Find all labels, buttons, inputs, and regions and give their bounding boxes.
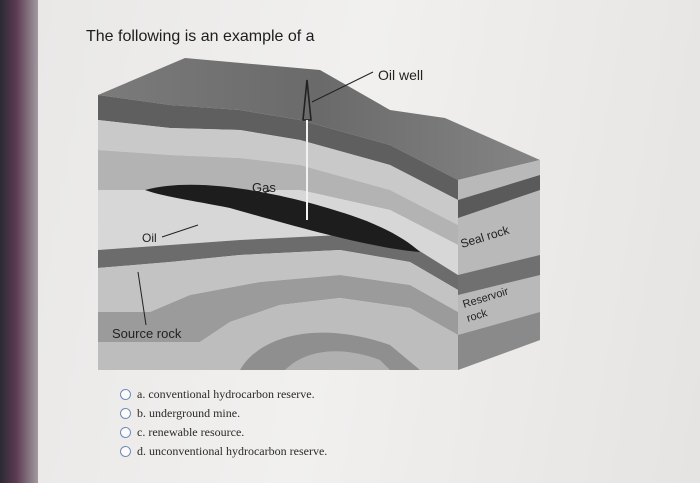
option-d[interactable]: d. unconventional hydrocarbon reserve.: [120, 442, 327, 461]
option-label: a. conventional hydrocarbon reserve.: [137, 387, 315, 401]
background-edge: [0, 0, 40, 483]
oil-well-label: Oil well: [378, 67, 423, 83]
option-label: c. renewable resource.: [137, 425, 245, 439]
side-reservoir-band: [458, 255, 540, 295]
answer-options: a. conventional hydrocarbon reserve. b. …: [120, 385, 327, 461]
layer-light-2: [98, 190, 458, 275]
side-bottom-band: [458, 312, 540, 370]
layer-band-4: [98, 275, 458, 342]
source-rock-label: Source rock: [112, 326, 182, 341]
gas-label: Gas: [252, 180, 276, 195]
reservoir-rock-label-line2: rock: [465, 307, 489, 325]
option-label: b. underground mine.: [137, 406, 241, 420]
option-b[interactable]: b. underground mine.: [120, 404, 327, 423]
side-seal-band: [458, 175, 540, 218]
radio-icon[interactable]: [120, 389, 131, 400]
layer-top-dark: [98, 95, 458, 200]
source-rock-leader: [137, 271, 147, 326]
layer-mid-1: [98, 150, 458, 245]
option-a[interactable]: a. conventional hydrocarbon reserve.: [120, 385, 327, 404]
oil-well-leader: [311, 71, 374, 103]
gas-leader: [254, 189, 271, 199]
oil-leader: [161, 224, 199, 238]
layer-light-3: [98, 250, 458, 312]
layer-light-1: [98, 120, 458, 225]
layer-dark-2: [98, 235, 458, 290]
question-text: The following is an example of a: [86, 28, 315, 45]
geology-diagram: Oil well Gas Oil Source rock Seal rock R…: [98, 58, 540, 370]
radio-icon[interactable]: [120, 446, 131, 457]
option-c[interactable]: c. renewable resource.: [120, 423, 327, 442]
option-label: d. unconventional hydrocarbon reserve.: [137, 444, 328, 458]
oil-lens: [145, 184, 420, 252]
oil-label: Oil: [142, 231, 157, 245]
radio-icon[interactable]: [120, 427, 131, 438]
ground-surface: [98, 58, 540, 180]
radio-icon[interactable]: [120, 408, 131, 419]
fold-core-inner: [285, 351, 390, 370]
